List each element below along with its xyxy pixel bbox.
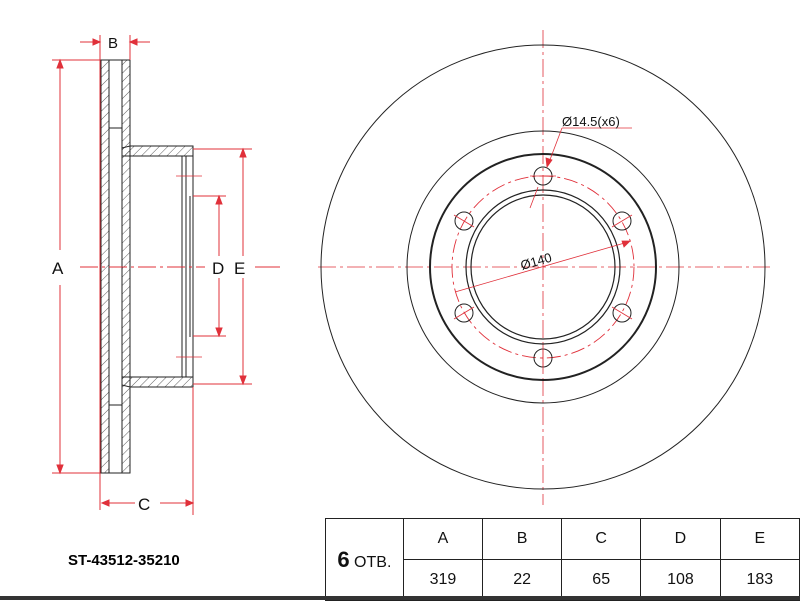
- holes-count-cell: 6 ОТВ.: [325, 518, 404, 601]
- side-dimensions: [52, 35, 280, 515]
- label-a: A: [52, 259, 64, 278]
- label-e: E: [234, 259, 245, 278]
- value-c: 65: [561, 559, 642, 601]
- bolt-circle-annotation: Ø140: [519, 250, 554, 273]
- header-e: E: [719, 518, 800, 560]
- value-b: 22: [482, 559, 563, 601]
- header-a: A: [402, 518, 484, 560]
- front-view: Ø14.5(x6) Ø140: [318, 30, 770, 505]
- label-c: C: [138, 495, 150, 514]
- value-e: 183: [719, 559, 800, 601]
- holes-suffix: ОТВ.: [354, 553, 392, 571]
- label-b: B: [108, 35, 118, 52]
- header-c: C: [561, 518, 642, 560]
- dimensions-table: 6 ОТВ. A B C D E 319 22 65 108 183: [325, 518, 800, 601]
- value-d: 108: [640, 559, 721, 601]
- header-b: B: [482, 518, 563, 560]
- part-number: ST-43512-35210: [68, 552, 180, 569]
- value-a: 319: [402, 559, 484, 601]
- holes-count: 6: [337, 546, 350, 572]
- label-d: D: [212, 259, 224, 278]
- header-d: D: [640, 518, 721, 560]
- bolt-hole-annotation: Ø14.5(x6): [562, 114, 620, 129]
- frame-border: [0, 596, 800, 600]
